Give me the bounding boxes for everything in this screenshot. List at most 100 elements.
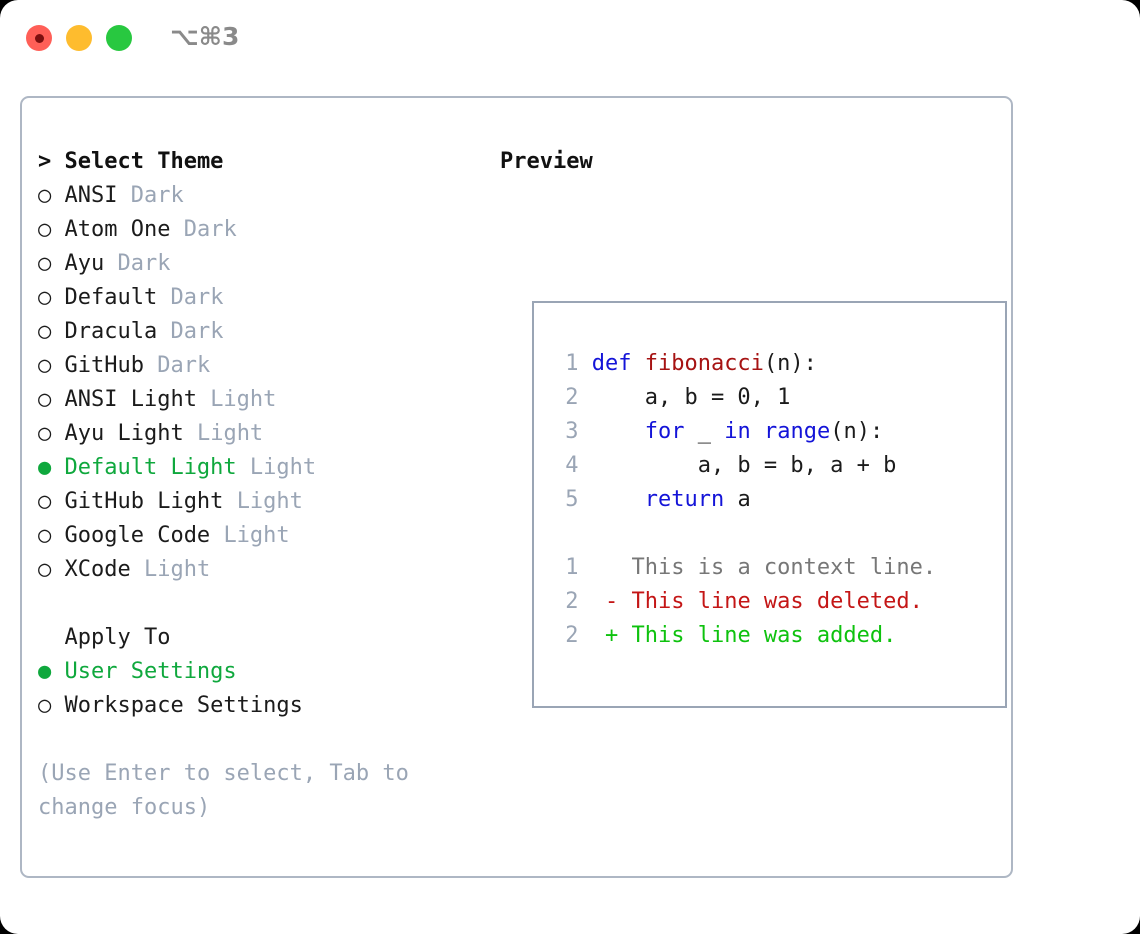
theme-variant [157,319,170,344]
apply-to-header-label: Apply To [64,625,171,650]
radio-icon: ○ [38,353,52,378]
line-number: 1 [565,351,579,376]
apply-to-header: Apply To [38,621,498,655]
spacer [38,723,498,757]
theme-list-item-ansi-dark[interactable]: ○ANSI Dark [38,179,498,213]
diff-text: This line was added. [631,623,897,648]
code-line: 4 a, b = b, a + b [552,449,992,483]
code-token: _ [684,419,725,444]
code-token: fibonacci [644,351,764,376]
theme-variant [210,523,223,548]
theme-variant [184,421,197,446]
diff-line-deleted: 2 - This line was deleted. [552,585,992,619]
diff-sign [605,555,618,580]
diff-text: This line was deleted. [631,589,923,614]
radio-icon: ○ [38,557,52,582]
line-number: 1 [565,555,579,580]
code-line: 3 for _ in range(n): [552,415,992,449]
code-token: return [644,487,725,512]
code-token: a, b = b, a + b [591,453,897,478]
theme-list-item-google-code[interactable]: ○ Google Code Light [38,519,498,553]
apply-to-option-workspace-settings[interactable]: ○ Workspace Settings [38,689,498,723]
code-token [751,419,764,444]
window-titlebar: ⌥⌘3 [0,0,1140,78]
theme-variant [237,455,250,480]
theme-variant-label: Light [236,489,303,514]
theme-variant [197,387,210,412]
code-token: (n): [763,351,817,376]
help-hint-text: (Use Enter to select, Tab to change focu… [38,761,409,820]
apply-to-option-label: Workspace Settings [64,693,303,718]
theme-list-item-ayu-light[interactable]: ○ Ayu Light Light [38,417,498,451]
theme-name: Atom One [64,217,171,242]
theme-variant [104,251,117,276]
theme-list-item-default-light[interactable]: ●Default Light Light [38,451,498,485]
theme-picker-panel: > Select Theme ○ANSI Dark ○Atom One Dark… [20,96,1013,878]
radio-icon-selected: ● [38,659,52,684]
theme-name: GitHub Light [64,489,224,514]
radio-icon: ○ [38,217,52,242]
theme-name: ANSI [64,183,118,208]
theme-name: Default Light [64,455,237,480]
spacer [552,517,992,551]
code-token: in [724,419,751,444]
line-number: 2 [565,589,579,614]
minimize-icon[interactable] [66,25,92,51]
theme-variant-label: Dark [170,285,224,310]
line-number: 2 [565,385,579,410]
theme-name: Ayu [64,251,105,276]
theme-variant-label: Dark [117,251,171,276]
radio-icon: ○ [38,693,52,718]
theme-variant-label: Light [249,455,317,480]
radio-icon: ○ [38,285,52,310]
theme-variant [223,489,236,514]
theme-list-item-ayu-dark[interactable]: ○ Ayu Dark [38,247,498,281]
theme-list-item-github-light[interactable]: ○GitHub Light Light [38,485,498,519]
line-number: 2 [565,623,579,648]
radio-icon: ○ [38,387,52,412]
apply-to-option-label: User Settings [64,659,237,684]
theme-name: ANSI Light [64,387,197,412]
radio-icon: ○ [38,251,52,276]
keyboard-shortcut-label: ⌥⌘3 [170,22,240,51]
theme-variant-label: Light [210,387,277,412]
theme-list-item-dracula-dark[interactable]: ○Dracula Dark [38,315,498,349]
theme-name: Dracula [64,319,158,344]
code-token [592,419,645,444]
diff-sign: + [604,623,619,648]
theme-list-item-default-dark[interactable]: ○Default Dark [38,281,498,315]
code-token: def [591,351,645,376]
theme-variant-label: Dark [183,217,237,242]
theme-list-item-ansi-light[interactable]: ○ ANSI Light Light [38,383,498,417]
theme-variant-label: Dark [170,319,224,344]
radio-icon: ○ [38,421,52,446]
theme-variant-label: Dark [157,353,211,378]
theme-variant [117,183,130,208]
theme-variant [170,217,183,242]
theme-list-item-atom-one-dark[interactable]: ○ Atom One Dark [38,213,498,247]
theme-variant [131,557,144,582]
preview-header: Preview [500,149,593,174]
theme-variant [144,353,157,378]
theme-variant-label: Light [196,421,264,446]
theme-variant-label: Dark [130,183,184,208]
diff-text: This is a context line. [631,555,937,580]
code-token: for [644,419,685,444]
diff-sign: - [604,589,619,614]
theme-list-item-github-dark[interactable]: ○GitHub Dark [38,349,498,383]
code-sample: 1 def fibonacci(n): 2 a, b = 0, 1 3 for … [552,347,992,653]
theme-variant [157,285,170,310]
apply-to-option-user-settings[interactable]: ● User Settings [38,655,498,689]
spacer [38,587,498,621]
radio-icon: ○ [38,523,52,548]
theme-list-item-xcode[interactable]: ○XCode Light [38,553,498,587]
code-token: (n): [830,419,884,444]
maximize-icon[interactable] [106,25,132,51]
line-number: 4 [565,453,579,478]
line-number: 5 [565,487,579,512]
theme-variant-label: Light [143,557,211,582]
theme-name: Google Code [64,523,211,548]
theme-name: Ayu Light [64,421,184,446]
theme-variant-label: Light [223,523,290,548]
